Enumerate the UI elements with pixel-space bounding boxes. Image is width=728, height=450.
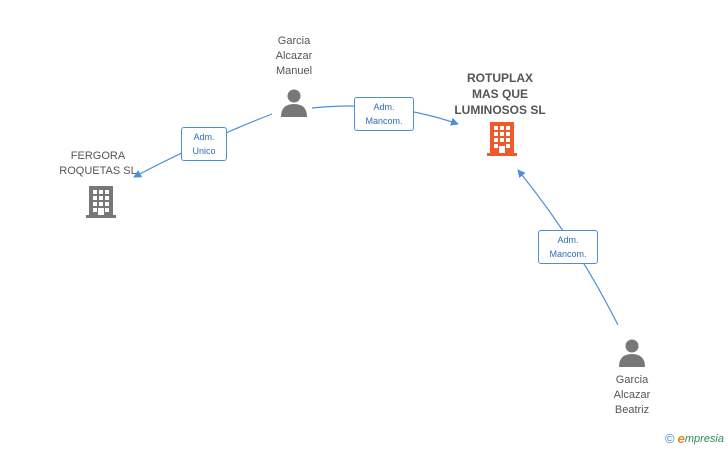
brand-name: mpresia — [684, 432, 724, 445]
person-icon[interactable] — [619, 339, 645, 368]
building-icon[interactable] — [86, 186, 116, 218]
company-label-rotuplax[interactable]: ROTUPLAX MAS QUE LUMINOSOS SL — [454, 71, 546, 117]
building-icon[interactable] — [487, 122, 517, 156]
brand-logo-initial: e — [677, 431, 685, 446]
company-label-fergora[interactable]: FERGORA ROQUETAS SL — [59, 150, 137, 177]
person-icon[interactable] — [281, 89, 307, 118]
edge-label-manuel-fergora: Adm. Unico — [181, 127, 227, 161]
edge-label-beatriz-rotuplax: Adm. Mancom. — [538, 230, 598, 264]
edge-label-manuel-rotuplax: Adm. Mancom. — [354, 97, 414, 131]
copyright-symbol: © — [665, 431, 675, 446]
person-label-manuel[interactable]: Garcia Alcazar Manuel — [275, 35, 313, 77]
person-label-beatriz[interactable]: Garcia Alcazar Beatriz — [613, 374, 651, 416]
